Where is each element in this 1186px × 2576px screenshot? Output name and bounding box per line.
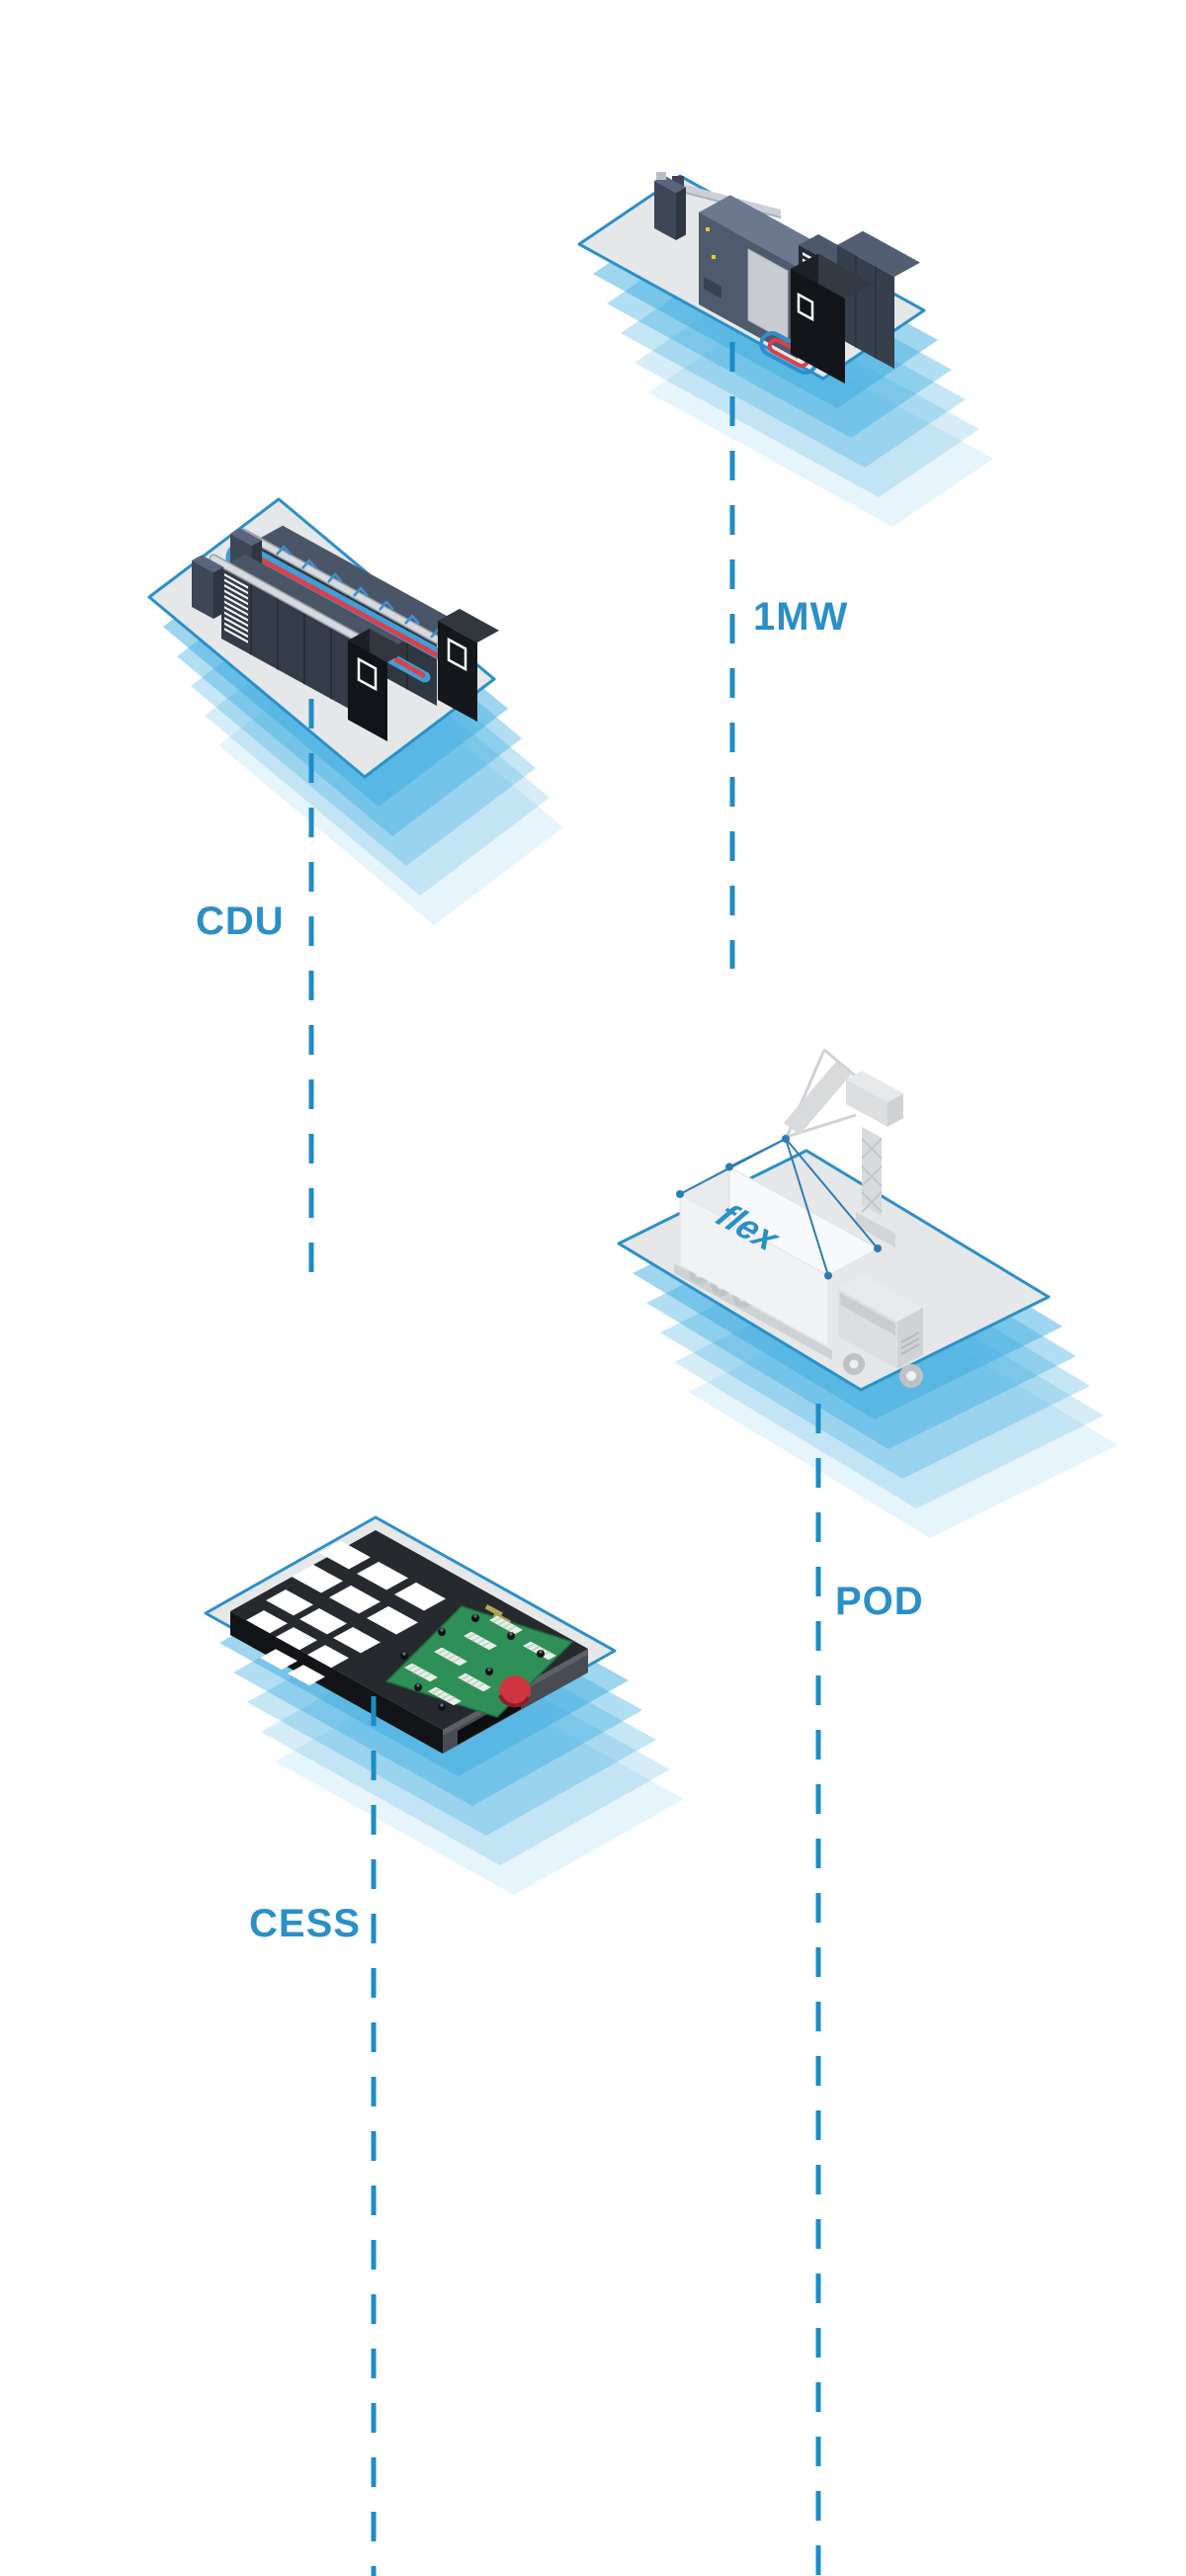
truck-cab (838, 1274, 923, 1388)
crane (784, 1048, 903, 1247)
node-label-cess: CESS (249, 1902, 361, 1945)
crane-boom (784, 1062, 852, 1135)
crane-mast (862, 1127, 882, 1216)
switchgear-unit (699, 195, 829, 359)
node-label-cdu: CDU (196, 900, 285, 943)
gold-pads (484, 1604, 503, 1617)
node-label-pod: POD (835, 1580, 924, 1623)
node-label-1mw: 1MW (753, 595, 849, 639)
door-window (797, 292, 814, 322)
row-pipe-back (238, 528, 462, 655)
heatsink-chips (404, 1615, 556, 1706)
stack-layer (648, 324, 993, 527)
illustration-1mw (577, 172, 993, 527)
container: flex (678, 1165, 880, 1348)
capacitor-pins (400, 1614, 545, 1711)
end-cabinet-front (348, 628, 409, 741)
black-cabinet (791, 253, 873, 384)
grille (900, 1331, 920, 1355)
windshield (840, 1293, 895, 1335)
stack-layer (635, 295, 979, 497)
room-tiles (246, 1540, 446, 1686)
illustration-pod: flex (617, 1048, 1118, 1538)
end-cabinet-back (438, 608, 499, 722)
rigging-cables (676, 1135, 882, 1280)
red-capacitor (499, 1675, 531, 1707)
crane-base (856, 1212, 895, 1247)
rack-row-front (221, 554, 403, 726)
illustration-cdu (147, 497, 563, 925)
pcb-area (384, 1604, 574, 1718)
tray-braces (276, 545, 446, 639)
illustration-cess (204, 1515, 684, 1895)
pillar-cabinet-front (192, 555, 223, 619)
vent-panel (224, 573, 248, 644)
pillar-cabinet (654, 172, 686, 240)
capacitor-pin-tips (402, 1614, 543, 1707)
